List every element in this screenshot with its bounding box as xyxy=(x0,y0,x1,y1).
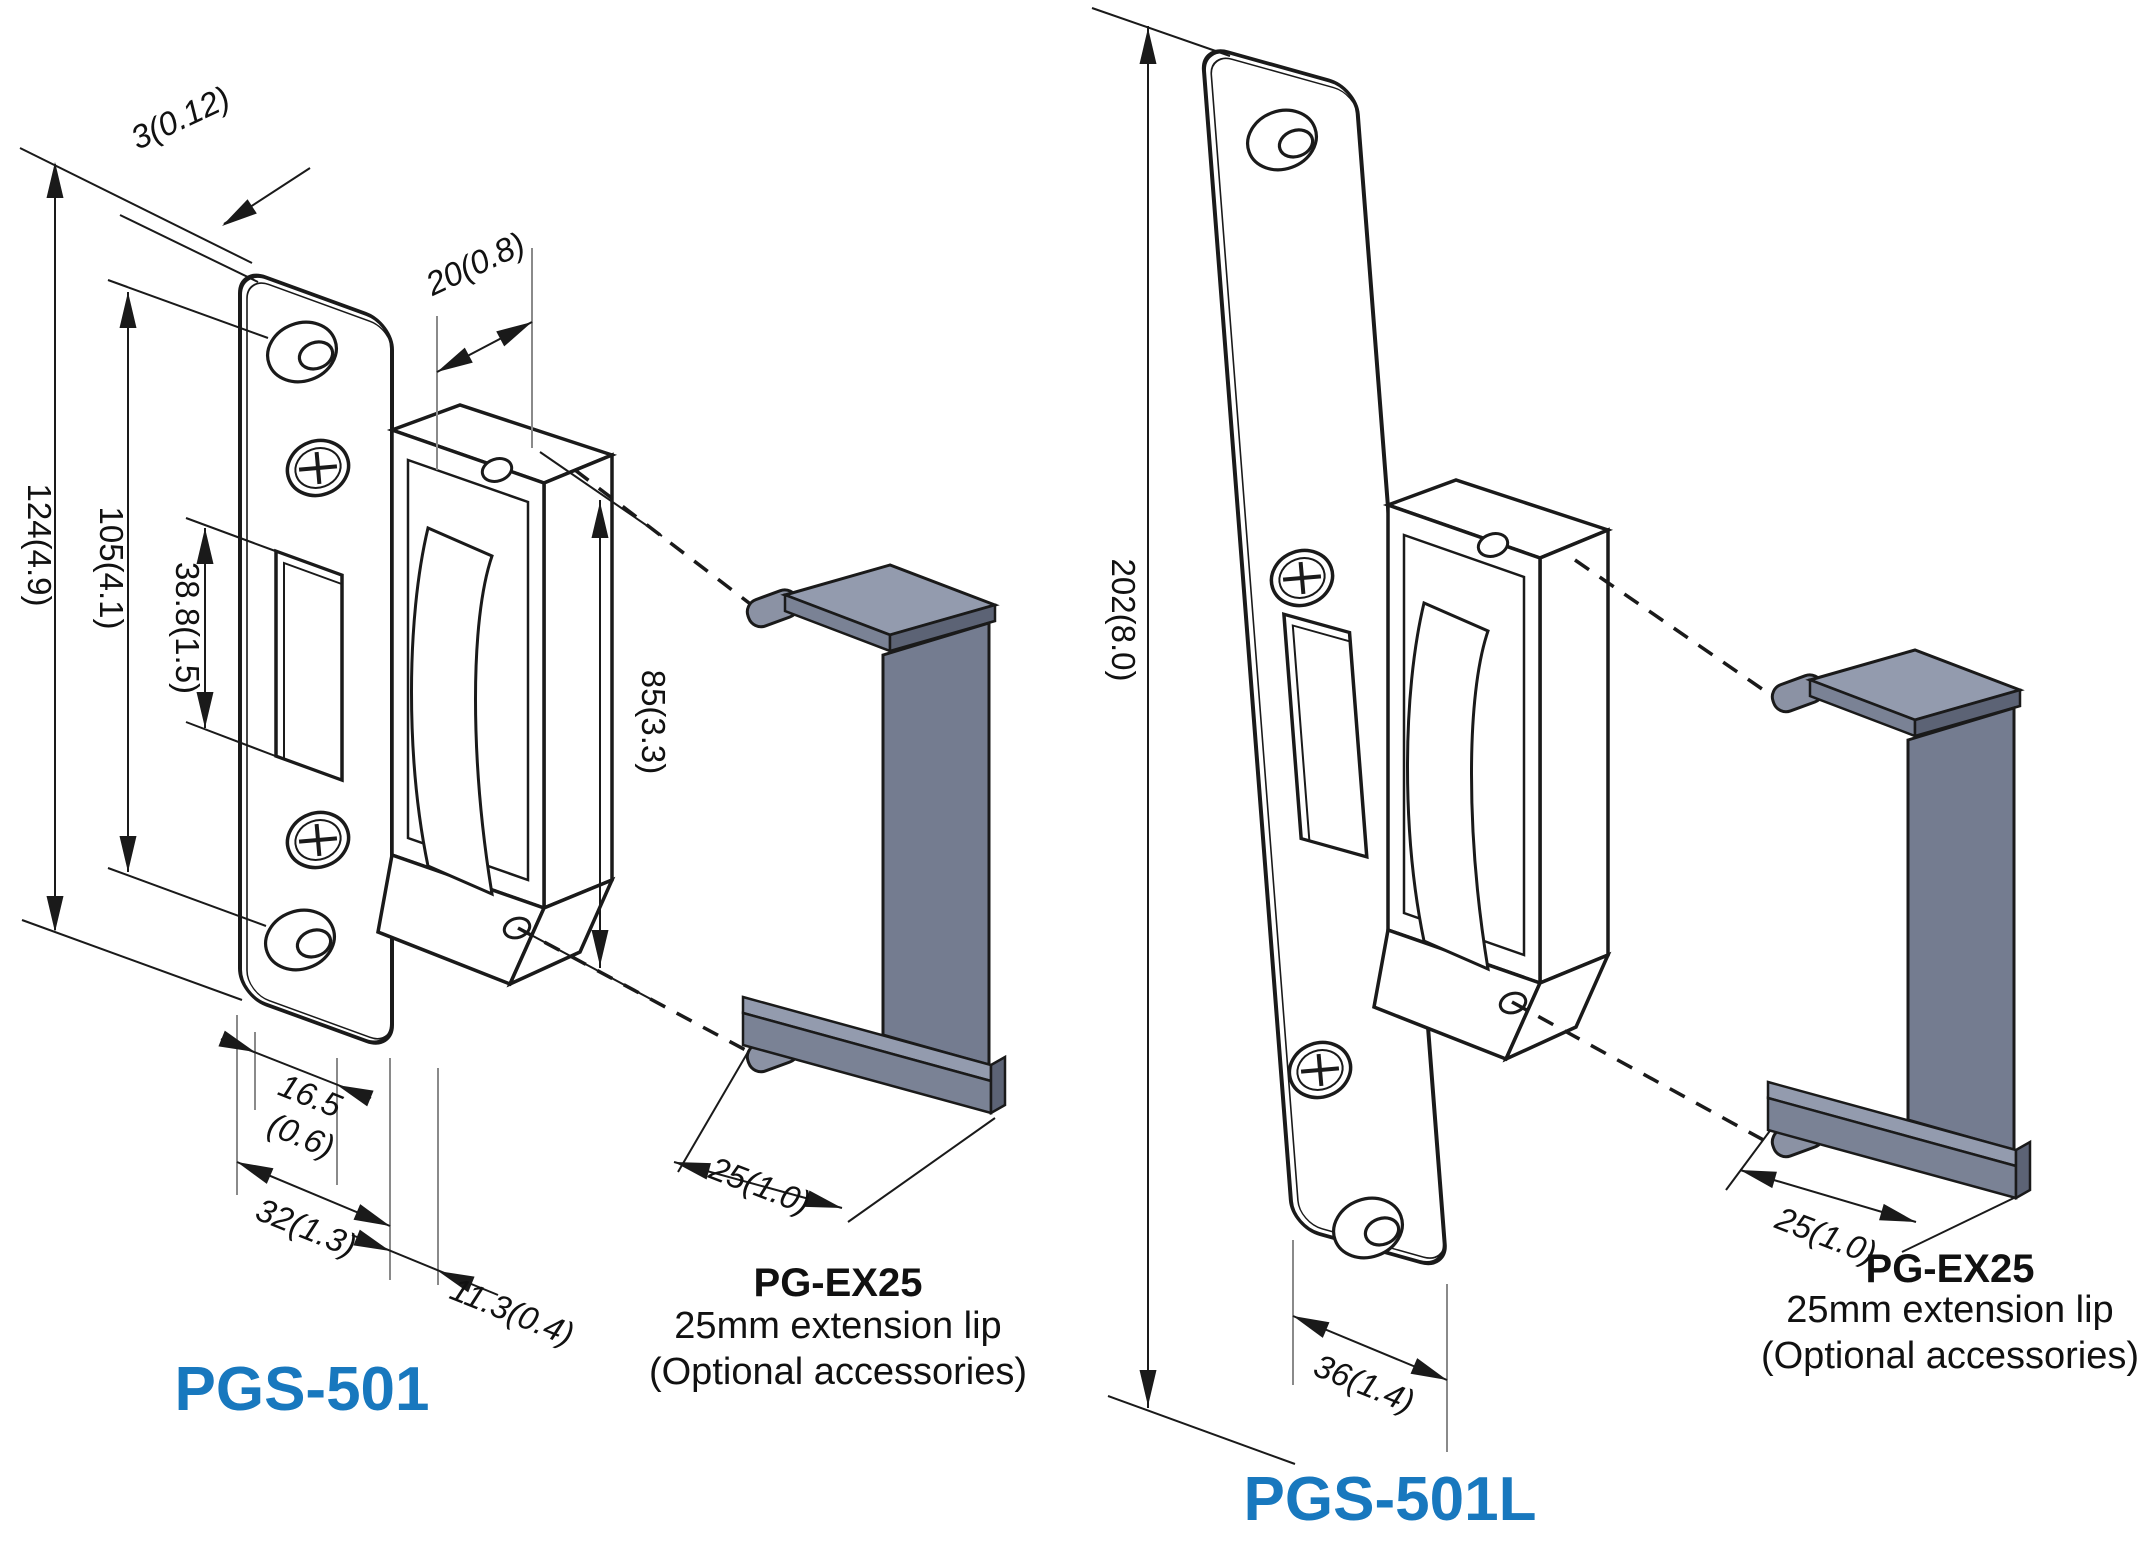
ext-line xyxy=(847,1117,996,1223)
product-name-pgs501: PGS-501 xyxy=(174,1355,429,1424)
dim-label-overall-height: 124(4.9) xyxy=(21,484,58,607)
dim-label-body-height: 85(3.3) xyxy=(635,670,672,775)
dashed-projection-line xyxy=(573,468,755,608)
dashed-projection-line xyxy=(1511,1000,1779,1150)
dashed-projection-line xyxy=(517,926,754,1056)
ext-line xyxy=(119,214,259,283)
ext-line xyxy=(677,1051,749,1173)
ext-line xyxy=(539,451,663,537)
ext-line xyxy=(1107,1395,1296,1465)
accessory-note-left: (Optional accessories) xyxy=(649,1351,1027,1393)
ext-line xyxy=(19,147,253,264)
right-strike-body xyxy=(1372,478,1610,1061)
left-keeper-opening xyxy=(274,548,344,783)
dim-label-hole-spacing: 105(4.1) xyxy=(93,507,130,630)
dim-label-overall-height-right: 202(8.0) xyxy=(1105,559,1142,682)
product-name-pgs501l: PGS-501L xyxy=(1244,1465,1537,1534)
accessory-description-right: 25mm extension lip xyxy=(1786,1289,2113,1331)
ext-line xyxy=(185,517,279,553)
accessory-note-right: (Optional accessories) xyxy=(1761,1335,2139,1377)
accessory-description-left: 25mm extension lip xyxy=(674,1305,1001,1347)
ext-line xyxy=(107,279,269,339)
ext-line xyxy=(1091,7,1231,57)
ext-line xyxy=(1901,1195,2019,1253)
ext-line xyxy=(1725,1127,1773,1191)
accessory-model-right: PG-EX25 xyxy=(1866,1247,2035,1291)
left-strike-body xyxy=(376,403,614,986)
ext-line xyxy=(21,919,243,1001)
accessory-model-left: PG-EX25 xyxy=(754,1261,923,1305)
ext-line xyxy=(107,867,267,927)
ext-line xyxy=(185,721,279,758)
dim-label-keeper-height: 38.8(1.5) xyxy=(169,562,206,694)
dashed-projection-line xyxy=(1574,558,1779,702)
